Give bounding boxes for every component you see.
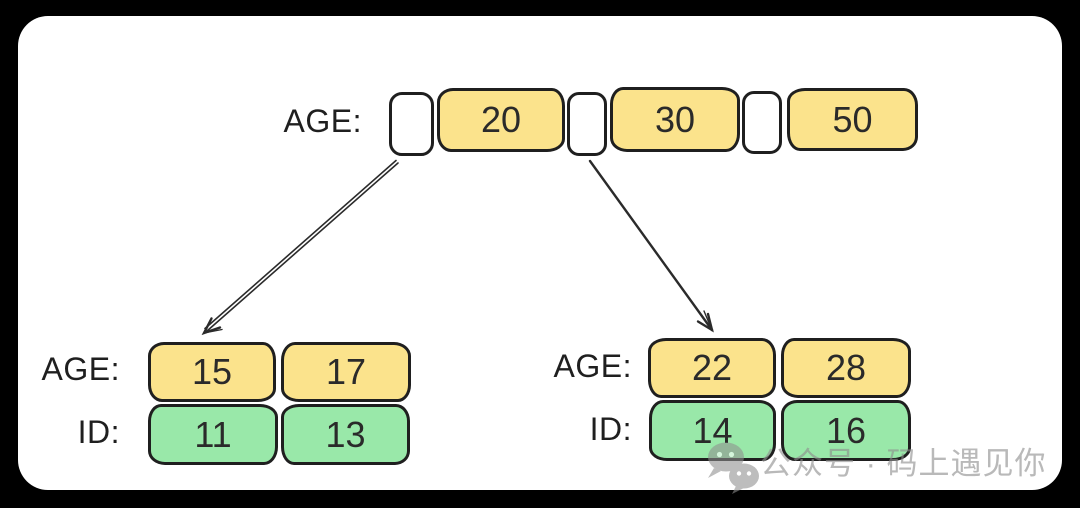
watermark-text: 公众号 · 码上遇见你: [760, 446, 1047, 481]
right-node-id-label: ID:: [589, 411, 632, 447]
wechat-icon: [708, 442, 759, 494]
root-pointer-cell: [742, 91, 782, 154]
right-node-age-cell: 22: [648, 338, 776, 398]
root-pointer-cell: [389, 92, 434, 156]
root-key-cell: 30: [610, 87, 740, 152]
left-node-id-cell: 13: [281, 404, 410, 465]
left-node-id-label: ID:: [77, 414, 120, 450]
left-node-id-cell: 11: [148, 404, 278, 465]
left-node-age-label: AGE:: [41, 351, 120, 387]
right-node-age-cell: 28: [781, 338, 911, 398]
root-key-cell: 50: [787, 88, 918, 151]
left-node-age-cell: 15: [148, 342, 276, 402]
right-node-age-label: AGE:: [553, 348, 632, 384]
left-node-age-cell: 17: [281, 342, 411, 402]
right-node-id-cell: 16: [781, 400, 911, 461]
root-key-cell: 20: [437, 88, 565, 152]
root-pointer-cell: [567, 92, 607, 156]
root-age-label: AGE:: [283, 103, 362, 139]
